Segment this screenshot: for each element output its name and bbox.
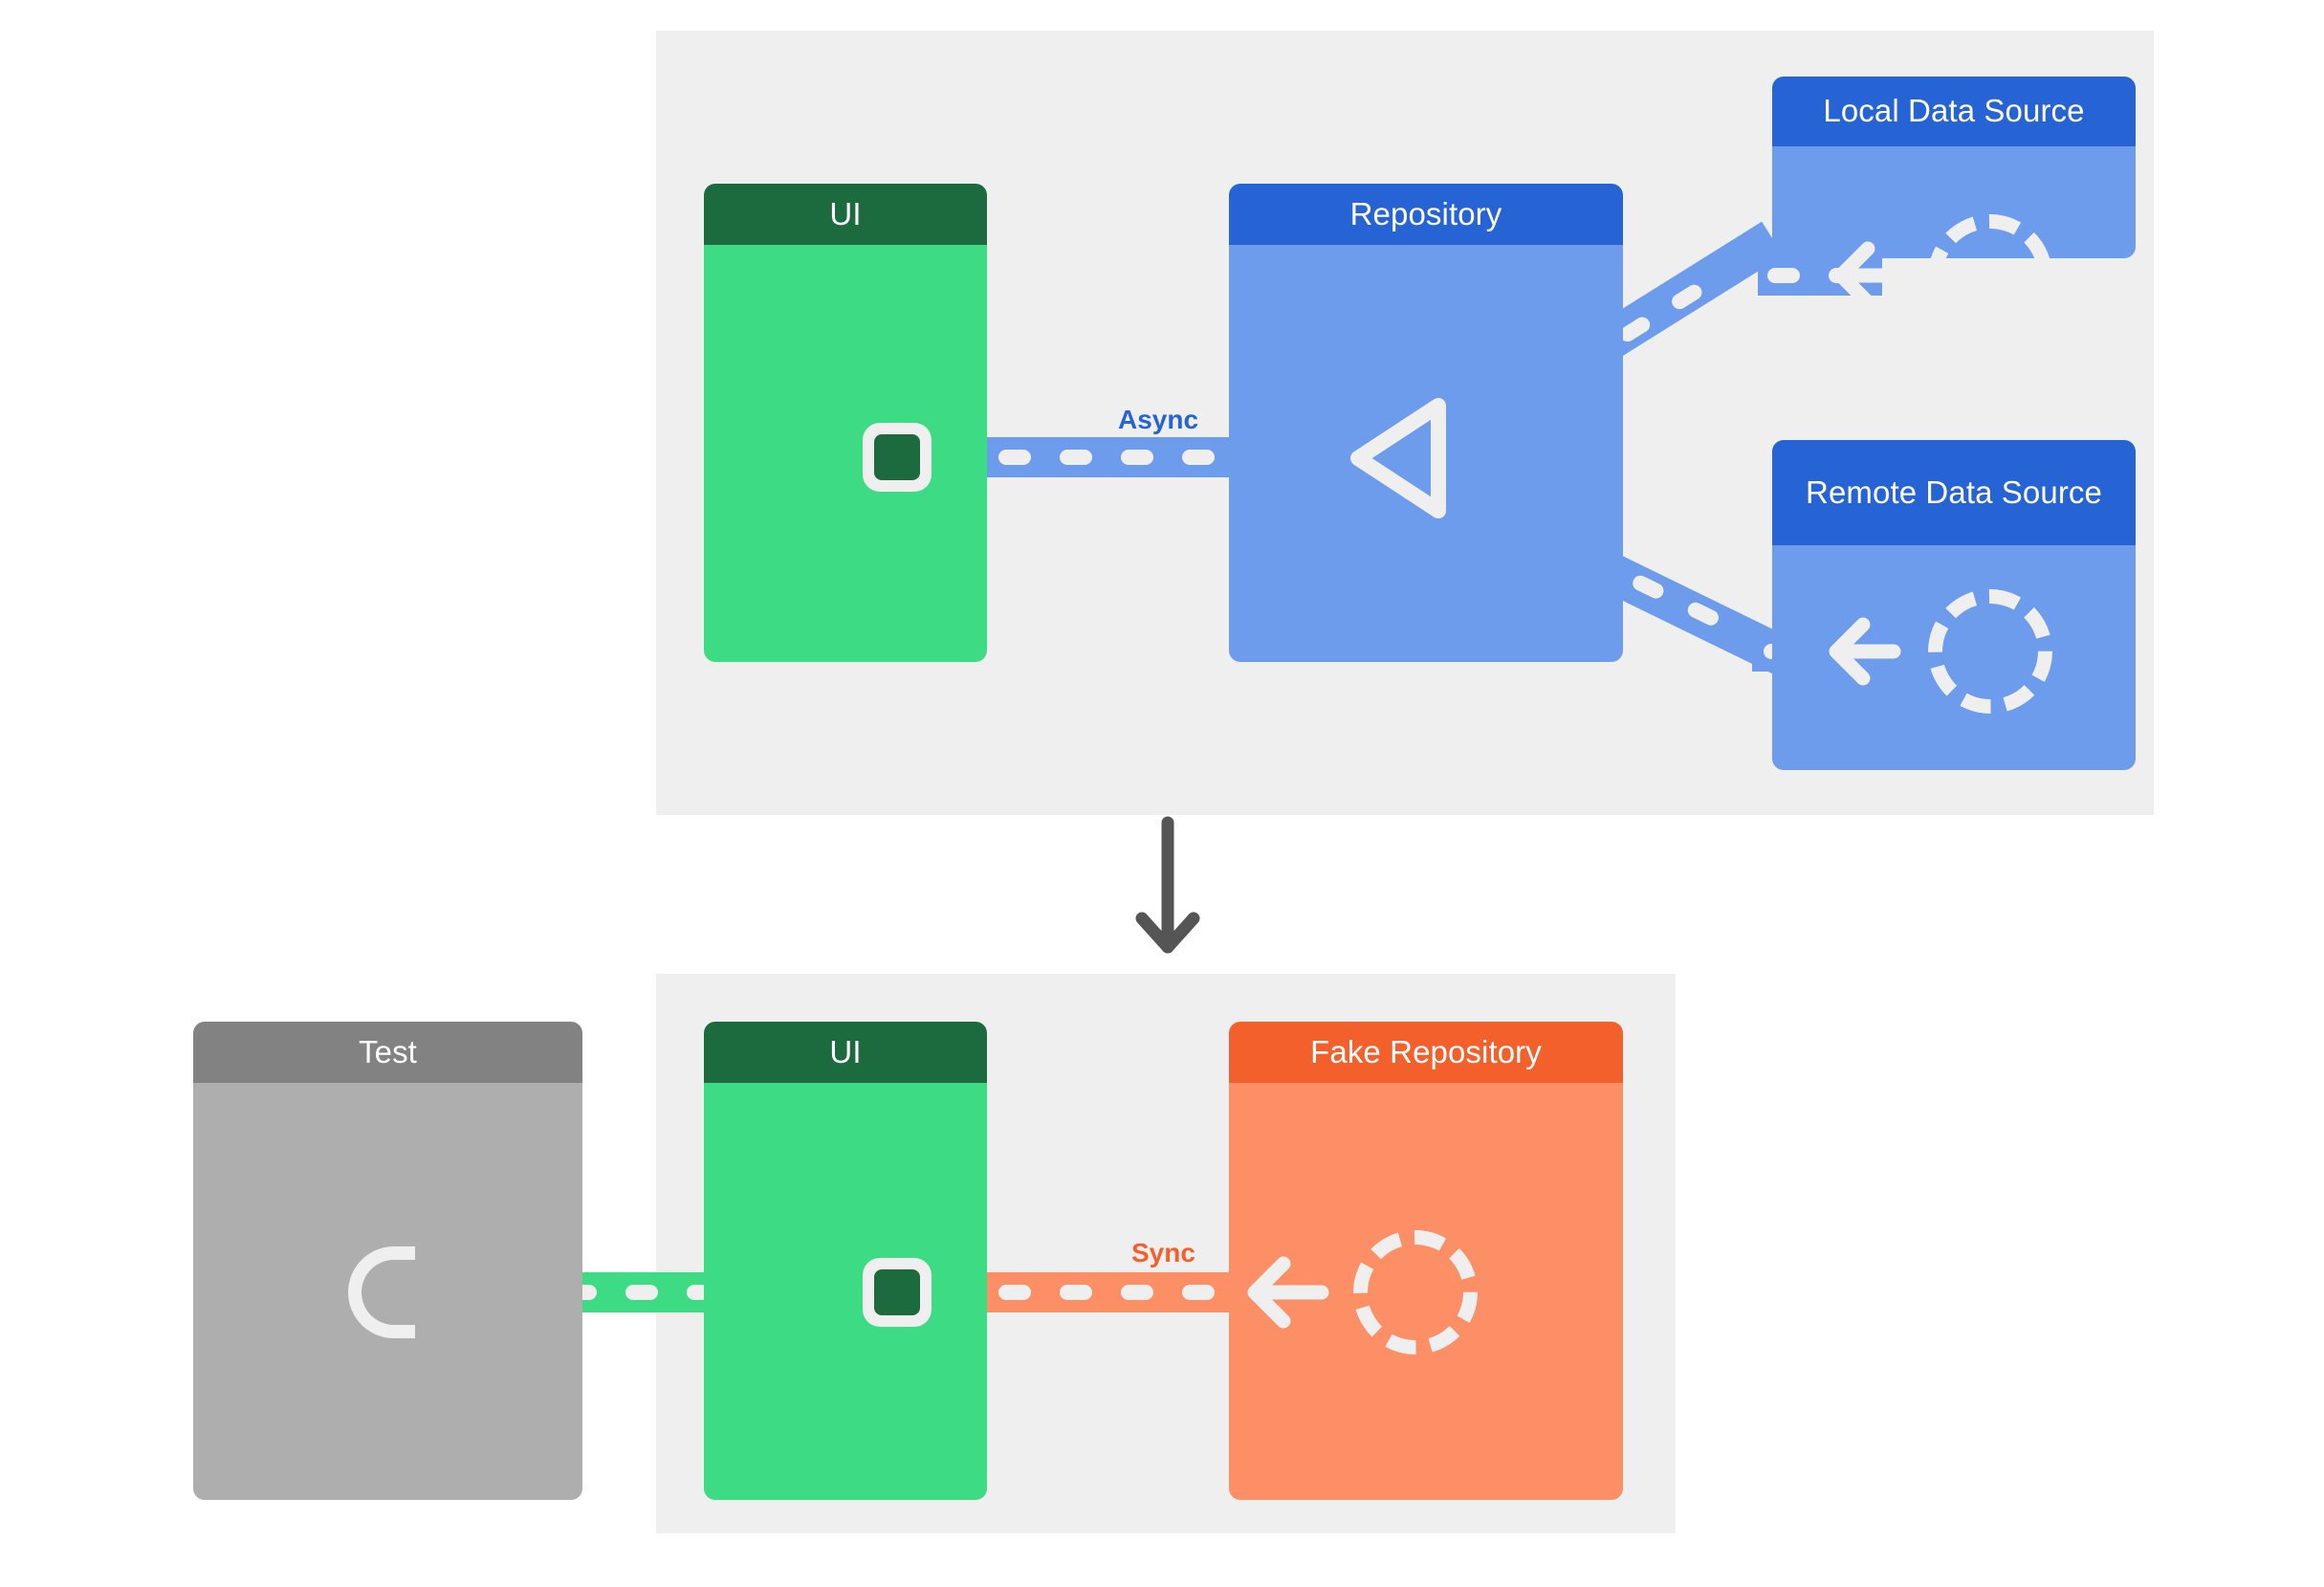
- repository-component[interactable]: Repository: [1229, 184, 1623, 662]
- repository-title: Repository: [1229, 184, 1623, 245]
- fake-repository-arrow-left-icon: [1247, 1256, 1329, 1329]
- repository-body: [1229, 245, 1623, 662]
- remote-data-source-title: Remote Data Source: [1772, 440, 2136, 545]
- async-edge-label: Async: [1112, 403, 1205, 437]
- fake-repository-store-icon: [1353, 1230, 1478, 1355]
- sync-edge-label: Sync: [1126, 1236, 1201, 1270]
- local-data-source-store-icon: [1928, 214, 2052, 339]
- downward-flow-arrow-icon: [1135, 816, 1200, 954]
- local-data-source-arrow-left-icon: [1833, 241, 1906, 310]
- ui-component-test[interactable]: UI: [704, 1022, 987, 1500]
- fake-repository-title: Fake Repository: [1229, 1022, 1623, 1083]
- local-data-source-component[interactable]: Local Data Source: [1772, 77, 2136, 258]
- ui-body-test: [704, 1083, 987, 1500]
- remote-data-source-arrow-left-icon: [1829, 617, 1901, 686]
- local-data-source-title: Local Data Source: [1772, 77, 2136, 146]
- ui-title-test: UI: [704, 1022, 987, 1083]
- repository-fanout-triangle-icon: [1350, 398, 1446, 518]
- test-title: Test: [193, 1022, 582, 1083]
- ui-body-production: [704, 245, 987, 662]
- ui-provided-interface-icon-test: [863, 1258, 932, 1327]
- ui-component-production[interactable]: UI: [704, 184, 987, 662]
- remote-data-source-store-icon: [1928, 589, 2052, 714]
- ui-provided-interface-icon: [863, 423, 932, 492]
- ui-title-production: UI: [704, 184, 987, 245]
